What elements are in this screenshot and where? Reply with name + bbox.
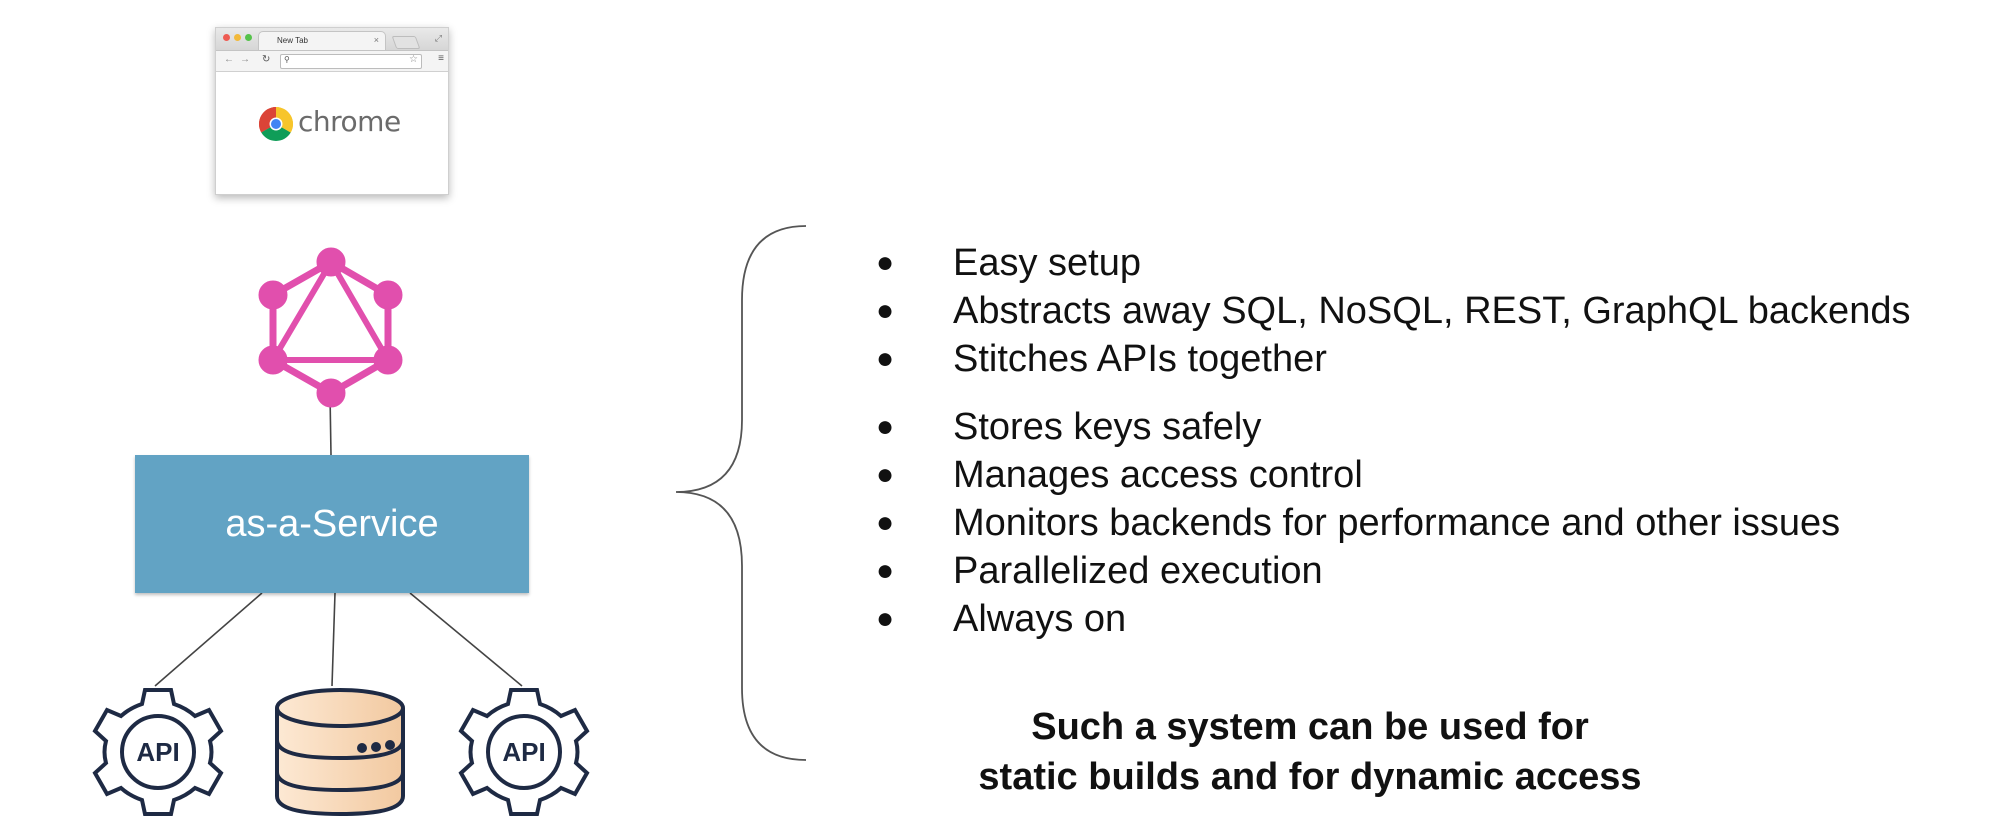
api-label: API xyxy=(136,737,179,767)
chrome-wordmark: chrome xyxy=(298,105,401,138)
browser-window: New Tab × ⤢ ← → ↻ ⚲ ☆ ≡ chrome xyxy=(215,27,449,195)
bullet-icon: ● xyxy=(876,554,895,587)
conclusion-line-2: static builds and for dynamic access xyxy=(978,756,1642,798)
connector-service-api-right xyxy=(409,592,523,687)
minimize-window-icon[interactable] xyxy=(234,34,241,41)
feature-text: Always on xyxy=(953,598,1127,640)
brace xyxy=(675,225,807,761)
api-gear-icon: API xyxy=(458,688,590,816)
feature-text: Stitches APIs together xyxy=(953,338,1327,380)
feature-text: Stores keys safely xyxy=(953,406,1262,448)
browser-content: chrome xyxy=(216,72,448,194)
bullet-icon: ● xyxy=(876,602,895,635)
browser-titlebar: New Tab × ⤢ xyxy=(216,28,448,51)
bullet-icon: ● xyxy=(876,506,895,539)
back-icon[interactable]: ← xyxy=(224,54,234,65)
bullet-icon: ● xyxy=(876,246,895,279)
feature-text: Easy setup xyxy=(953,242,1141,284)
browser-tab[interactable]: New Tab × xyxy=(258,31,386,50)
feature-text: Monitors backends for performance and ot… xyxy=(953,502,1841,544)
feature-text: Parallelized execution xyxy=(953,550,1323,592)
service-box: as-a-Service xyxy=(135,455,529,593)
new-tab-button[interactable] xyxy=(391,36,421,49)
database-icon xyxy=(275,688,405,817)
reload-icon[interactable]: ↻ xyxy=(262,54,271,65)
conclusion-text: Such a system can be used for static bui… xyxy=(900,702,1720,802)
conclusion-line-1: Such a system can be used for xyxy=(1031,706,1589,748)
api-gear-icon: API xyxy=(92,688,224,816)
api-label: API xyxy=(502,737,545,767)
maximize-window-icon[interactable] xyxy=(245,34,252,41)
menu-icon[interactable]: ≡ xyxy=(438,53,444,64)
connector-service-api-left xyxy=(154,592,263,687)
bullet-icon: ● xyxy=(876,410,895,443)
star-icon[interactable]: ☆ xyxy=(409,54,418,65)
service-label: as-a-Service xyxy=(225,502,439,545)
close-window-icon[interactable] xyxy=(223,34,230,41)
search-icon: ⚲ xyxy=(284,55,290,64)
close-icon[interactable]: × xyxy=(373,35,379,45)
browser-toolbar: ← → ↻ ⚲ ☆ ≡ xyxy=(216,51,448,72)
fullscreen-icon[interactable]: ⤢ xyxy=(434,33,442,43)
connector-service-database xyxy=(331,592,336,687)
forward-icon[interactable]: → xyxy=(240,54,250,65)
chrome-logo-icon xyxy=(259,107,293,141)
graphql-logo-icon xyxy=(258,247,403,408)
feature-text: Manages access control xyxy=(953,454,1363,496)
bullet-icon: ● xyxy=(876,342,895,375)
bullet-icon: ● xyxy=(876,458,895,491)
tab-title: New Tab xyxy=(277,36,308,45)
bullet-icon: ● xyxy=(876,294,895,327)
address-bar[interactable]: ⚲ ☆ xyxy=(280,54,422,69)
feature-text: Abstracts away SQL, NoSQL, REST, GraphQL… xyxy=(953,290,1911,332)
